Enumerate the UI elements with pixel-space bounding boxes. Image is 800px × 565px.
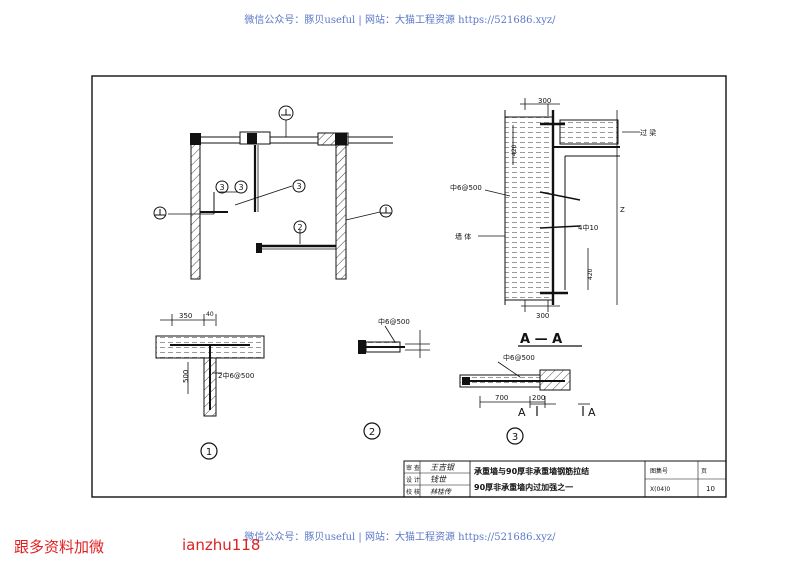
title-block: 审 查 王吉银 设 计 钱世 校 核 林桂传 承重墙与90厚非承重墙钢筋拉结 9… [403,460,727,498]
aa-label-z: Z [620,206,625,214]
tb-row1-label: 审 查 [406,464,420,472]
svg-text:3: 3 [296,182,301,191]
section-aa: 300 300 420 420 过 梁 中6@500 墙 体 4中10 Z A … [450,97,656,347]
aa-label-rebar-top: 中6@500 [450,183,482,192]
tb-atlas-label: 图集号 [650,467,668,475]
d2-number: 2 [369,427,375,438]
d3-section-mark-left: A [518,406,526,419]
aa-dim-top: 300 [538,97,551,105]
svg-text:2: 2 [297,223,302,232]
d1-number: 1 [206,447,212,458]
tb-page-label: 页 [701,468,707,475]
plan-marker-2: 2 [293,220,307,234]
svg-text:3: 3 [219,183,224,192]
tb-row3-sign: 林桂传 [430,488,452,496]
plan-marker-3a: 3 [215,180,229,194]
tb-row2-sign: 钱世 [430,475,447,484]
watermark-top: 微信公众号：豚贝useful | 网站：大猫工程资源 https://52168… [244,15,556,26]
detail-2: 中6@500 2 [358,317,430,440]
detail-1: 350 40 500 2中6@500 1 [155,311,265,460]
watermark-bottom: 微信公众号：豚贝useful | 网站：大猫工程资源 https://52168… [244,532,556,543]
plan-marker-right [379,204,393,218]
d3-dim-right: 200 [532,394,545,402]
d1-label-rebar: 2中6@500 [218,371,254,380]
floor-plan: 3 3 3 2 [153,105,393,280]
tb-title-line2: 90厚非承重墙内过加强之一 [474,482,573,492]
tb-atlas-value: X(04)0 [650,486,670,493]
d1-dim-vertical: 500 [182,370,190,383]
tb-page-value: 10 [706,485,715,493]
plan-marker-left [153,206,167,220]
aa-label-rebar-mid: 4中10 [578,223,598,232]
aa-dim-lower: 420 [587,268,594,280]
d3-section-mark-right: A [588,406,596,419]
sheet-frame [91,75,727,498]
d3-dim-left: 700 [495,394,508,402]
aa-label-wall: 墙 体 [455,232,471,241]
aa-dim-bottom: 300 [536,312,549,320]
d1-dim-top-left: 350 [179,312,192,320]
tb-title-line1: 承重墙与90厚非承重墙钢筋拉结 [474,466,589,476]
plan-marker-3c: 3 [292,179,306,193]
contact-note-left: 跟多资料加微 [14,538,105,556]
aa-dim-upper: 420 [511,144,518,156]
plan-marker-top [278,105,294,121]
d1-dim-top-right: 40 [206,311,214,318]
tb-row3-label: 校 核 [406,488,420,496]
plan-marker-3b: 3 [234,180,248,194]
tb-row2-label: 设 计 [406,476,420,484]
svg-text:3: 3 [238,183,243,192]
aa-title: A — A [520,332,562,347]
d3-number: 3 [512,432,518,443]
tb-row1-sign: 王吉银 [430,463,455,472]
contact-note-right: ianzhu118 [182,536,261,554]
d2-label-rebar: 中6@500 [378,317,410,326]
d3-label-rebar: 中6@500 [503,353,535,362]
aa-label-beam: 过 梁 [640,128,656,137]
detail-3: 中6@500 700 200 A A 3 [459,353,596,445]
